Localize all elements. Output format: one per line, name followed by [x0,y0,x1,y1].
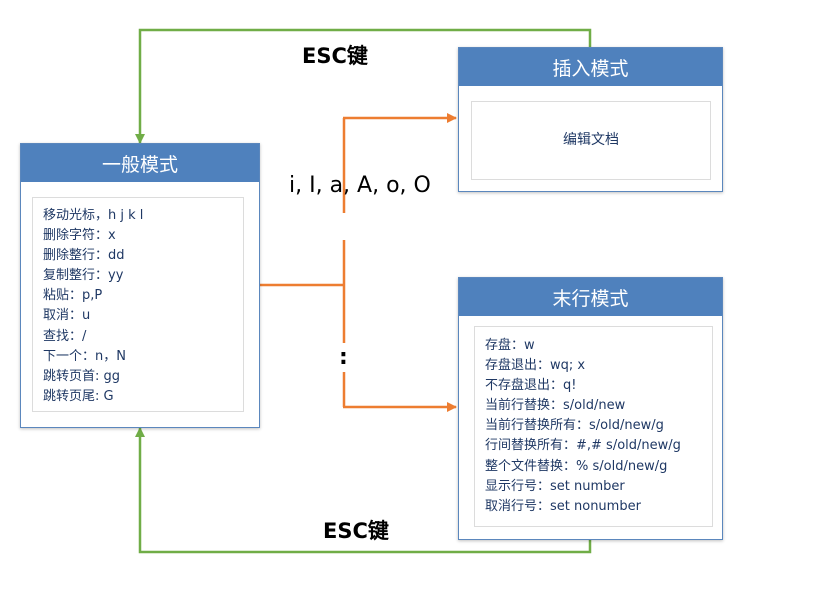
normal-cmd-3: 复制整行：yy [43,268,124,284]
lastline-mode-title: 末行模式 [459,278,722,316]
lastline-cmd-6: 整个文件替换：% s/old/new/g [485,458,668,474]
lastline-mode-box: 末行模式 存盘：w 存盘退出：wq; x 不存盘退出：q! 当前行替换：s/ol… [458,277,723,540]
esc-bottom-arrow [135,427,592,554]
insert-mode-title: 插入模式 [459,48,722,86]
insert-mode-body: 编辑文档 [471,101,711,180]
normal-cmd-4: 粘贴：p,P [43,288,103,304]
lastline-cmd-4: 当前行替换所有：s/old/new/g [485,418,664,434]
esc-top-label: ESC键 [302,44,368,68]
normal-cmd-1: 删除字符：x [43,228,116,244]
esc-top-arrow [135,28,592,144]
lastline-cmd-1: 存盘退出：wq; x [485,358,586,374]
insert-mode-box: 插入模式 编辑文档 [458,47,723,192]
normal-cmd-7: 下一个：n，N [43,348,126,364]
lastline-mode-body: 存盘：w 存盘退出：wq; x 不存盘退出：q! 当前行替换：s/old/new… [474,326,713,527]
normal-cmd-6: 查找：/ [43,328,87,344]
lastline-cmd-8: 取消行号：set nonumber [485,498,641,514]
lastline-key-label: : [339,345,348,370]
lastline-cmd-0: 存盘：w [485,338,535,353]
normal-cmd-8: 跳转页首: gg [43,368,121,384]
insert-cmd-0: 编辑文档 [563,132,619,149]
lastline-cmd-2: 不存盘退出：q! [485,378,577,394]
lastline-cmd-3: 当前行替换：s/old/new [485,398,626,414]
normal-cmd-2: 删除整行：dd [43,248,125,264]
lastline-cmd-7: 显示行号：set number [485,478,625,494]
normal-cmd-9: 跳转页尾: G [43,388,114,404]
normal-mode-body: 移动光标，h j k l 删除字符：x 删除整行：dd 复制整行：yy 粘贴：p… [32,197,244,412]
insert-keys-label: i, I, a, A, o, O [289,173,431,198]
normal-mode-box: 一般模式 移动光标，h j k l 删除字符：x 删除整行：dd 复制整行：yy… [20,143,260,428]
normal-cmd-0: 移动光标，h j k l [43,208,144,223]
lastline-cmd-5: 行间替换所有：#,# s/old/new/g [485,438,681,454]
normal-mode-title: 一般模式 [21,144,259,182]
normal-cmd-5: 取消：u [43,308,91,324]
esc-bottom-label: ESC键 [323,519,389,543]
